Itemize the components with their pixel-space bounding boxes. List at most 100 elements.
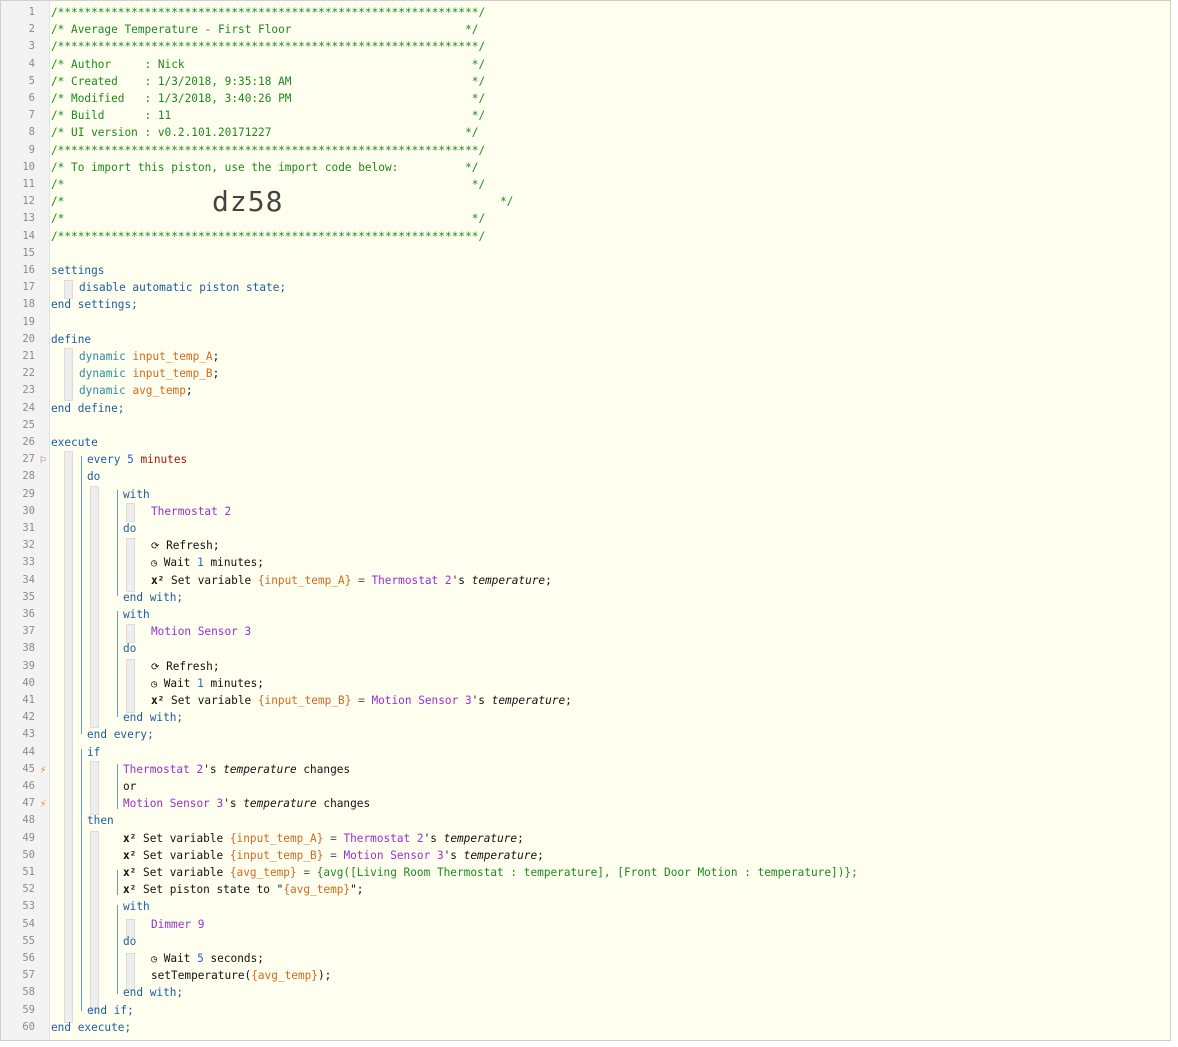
do-keyword: do — [87, 470, 101, 484]
marker-gutter — [37, 1, 50, 1040]
variable-ref: {input_temp_B} — [257, 694, 352, 707]
device-front-door-motion: Front Door Motion — [623, 866, 738, 879]
setting-disable-state[interactable]: disable automatic piston state; — [79, 281, 287, 295]
line-number: 45 — [22, 762, 35, 775]
do-keyword: do — [123, 934, 137, 948]
line-number: 16 — [22, 264, 35, 276]
task-group-bracket — [117, 870, 118, 895]
indent-guide — [126, 624, 135, 643]
end-with-keyword: end with; — [123, 590, 184, 604]
wait-unit: seconds; — [203, 952, 264, 965]
line-number: 21 — [22, 350, 35, 362]
equals: = — [296, 866, 317, 879]
line-number: 15 — [22, 246, 35, 259]
device-dimmer[interactable]: Dimmer 9 — [151, 917, 205, 931]
code-line: 1/**************************************… — [29, 4, 486, 21]
code-line: 37 Motion Sensor 3 — [22, 623, 252, 640]
variable-icon: x² — [151, 573, 165, 587]
attribute-temperature: temperature — [463, 848, 538, 862]
import-code[interactable]: dz58 — [212, 185, 284, 218]
line-number: 3 — [28, 40, 35, 53]
clock-icon: ◷ — [151, 558, 158, 570]
code-line: 4/* Author : Nick */ — [29, 56, 485, 73]
variable-icon: x² — [123, 831, 137, 845]
header-title: /* Average Temperature - First Floor */ — [51, 23, 479, 37]
line-number: 50 — [22, 848, 35, 861]
refresh-task[interactable]: 39⟳ Refresh; — [22, 658, 219, 675]
wait-task[interactable]: 56◷ Wait 5 seconds; — [22, 950, 264, 967]
line-number: 31 — [22, 522, 35, 534]
line-number: 23 — [22, 384, 35, 397]
or-operator[interactable]: or — [123, 780, 137, 793]
set-variable-label: Set variable — [136, 866, 230, 879]
header-border: /***************************************… — [51, 40, 486, 54]
every-statement[interactable]: 27⚐every 5 minutes — [22, 451, 187, 468]
condition-bracket — [117, 764, 118, 809]
indent-guide — [126, 659, 135, 713]
wait-task[interactable]: 40◷ Wait 1 minutes; — [22, 675, 264, 692]
with-keyword: with — [123, 487, 150, 501]
semicolon: ; — [565, 694, 572, 707]
line-number: 28 — [22, 470, 35, 483]
device-thermostat: Thermostat 2 — [123, 762, 204, 776]
equals: = — [351, 694, 372, 707]
attribute-temperature: temperature — [491, 694, 566, 707]
wait-command: Wait — [163, 556, 191, 570]
refresh-task[interactable]: 32⟳ Refresh; — [22, 537, 219, 554]
every-block-bracket — [81, 456, 82, 734]
code-line: 13/* */ — [22, 210, 485, 227]
device-thermostat[interactable]: Thermostat 2 — [151, 504, 232, 518]
code-line: 5/* Created : 1/3/2018, 9:35:18 AM */ — [29, 73, 486, 90]
every-keyword: every — [87, 453, 121, 467]
condition[interactable]: 47⚡Motion Sensor 3's temperature changes — [22, 795, 370, 812]
variable-ref: {avg_temp} — [251, 969, 318, 983]
code-line: 2/* Average Temperature - First Floor */ — [29, 21, 479, 38]
condition[interactable]: 45⚡Thermostat 2's temperature changes — [22, 761, 350, 778]
end-settings-keyword: end settings; — [51, 298, 138, 312]
code-line: 10/* To import this piston, use the impo… — [22, 159, 478, 176]
code-line: 3 /**************************************… — [29, 38, 486, 55]
define-keyword[interactable]: define — [51, 332, 92, 346]
with-block-bracket — [117, 905, 118, 994]
execute-keyword[interactable]: execute — [51, 436, 98, 449]
wait-task[interactable]: 33◷ Wait 1 minutes; — [22, 554, 264, 571]
line-number: 44 — [22, 745, 35, 758]
line-number: 22 — [22, 367, 35, 380]
possessive: 's — [223, 797, 244, 811]
clock-icon: ◷ — [151, 954, 158, 965]
header-border: /***************************************… — [51, 6, 486, 19]
trigger-icon: ⚡ — [39, 797, 47, 811]
do-keyword: do — [123, 522, 137, 535]
with-keyword: with — [123, 608, 150, 621]
expression-middle: : temperature], [ — [503, 866, 624, 879]
settings-keyword[interactable]: settings — [51, 264, 105, 277]
header-created: /* Created : 1/3/2018, 9:35:18 AM */ — [51, 74, 486, 88]
indent-guide — [126, 538, 135, 592]
line-number: 37 — [22, 625, 35, 638]
line-number: 53 — [22, 900, 35, 913]
device-motion-sensor[interactable]: Motion Sensor 3 — [151, 625, 252, 639]
